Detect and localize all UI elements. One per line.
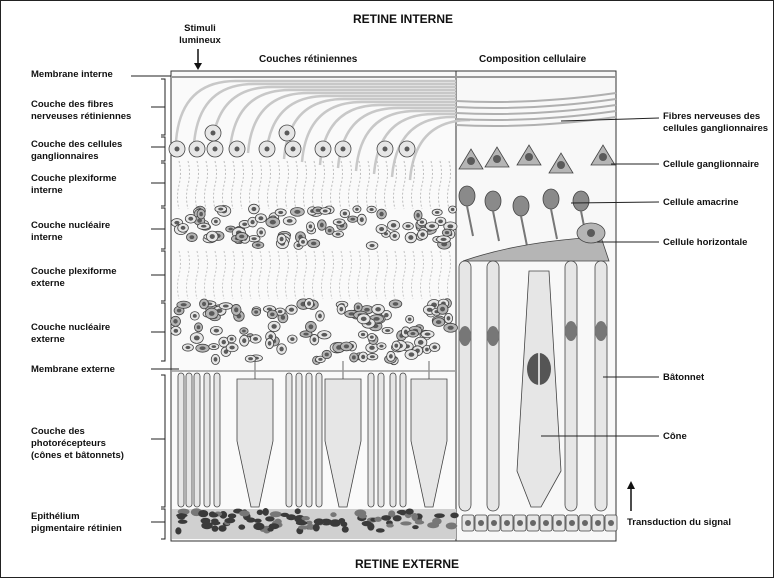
- signal-arrow-icon: [627, 481, 635, 511]
- stimuli-arrow-icon: [194, 49, 202, 70]
- pigment-epithelium-layer: [172, 508, 459, 539]
